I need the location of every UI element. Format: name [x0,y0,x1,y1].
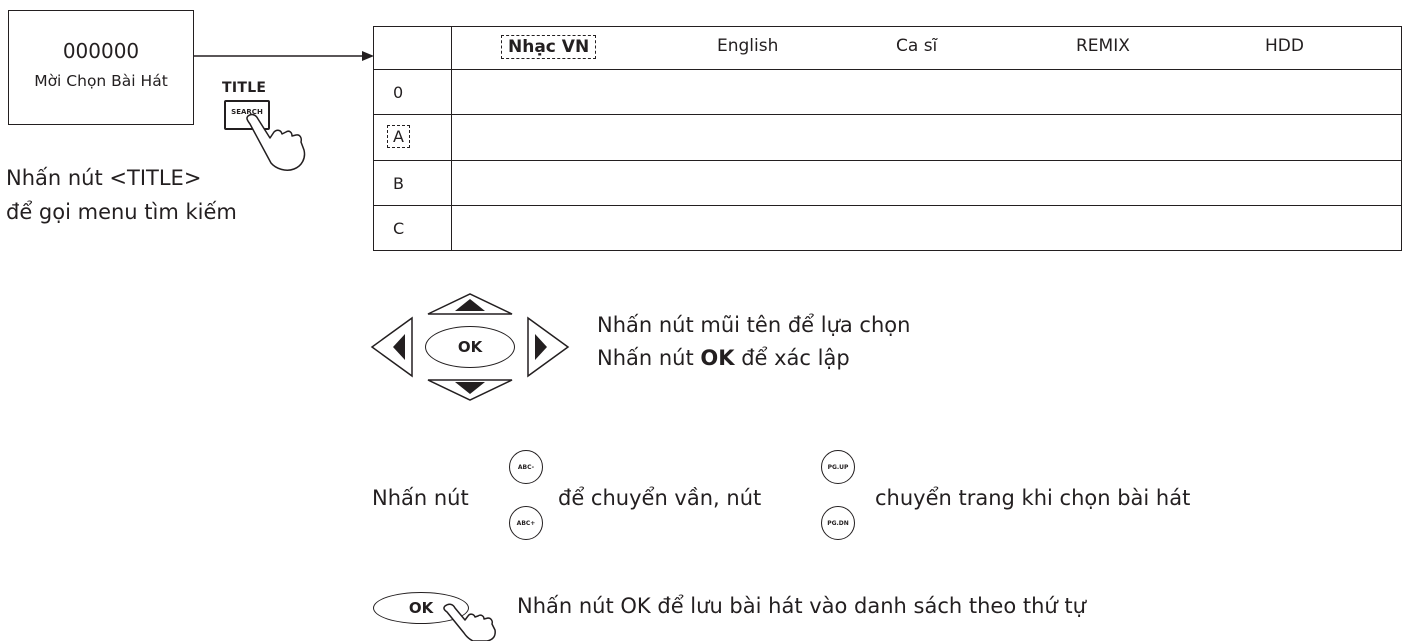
tab-english[interactable]: English [717,36,779,56]
abc-plus-button[interactable]: ABC+ [509,506,543,540]
pointing-hand-icon [246,113,306,171]
left-arrow-icon[interactable] [393,334,405,360]
row-c[interactable]: C [374,219,451,238]
paging-prefix: Nhấn nút [372,486,469,510]
title-button-label: TITLE [222,80,267,96]
title-instruction-line2: để gọi menu tìm kiếm [6,200,237,224]
row-label: B [393,174,404,193]
save-instruction: Nhấn nút OK để lưu bài hát vào danh sách… [517,594,1086,618]
row-label: C [393,219,405,238]
select-song-prompt: Mời Chọn Bài Hát [34,72,168,90]
tab-remix[interactable]: REMIX [1076,36,1130,56]
page-down-button[interactable]: PG.DN [821,506,855,540]
ok-button[interactable]: OK [425,326,515,368]
row-0[interactable]: 0 [374,83,451,102]
song-code: 000000 [62,39,140,63]
row-b[interactable]: B [374,174,451,193]
abc-minus-button[interactable]: ABC- [509,450,543,484]
paging-middle: để chuyển vần, nút [558,486,762,510]
row-divider [374,69,1401,70]
down-arrow-icon[interactable] [455,382,485,394]
search-key-label: SEARCH [231,108,263,116]
right-arrow-icon[interactable] [535,334,547,360]
paging-suffix: chuyển trang khi chọn bài hát [875,486,1191,510]
search-menu-table: Nhạc VN English Ca sĩ REMIX HDD 0 A B C [373,26,1402,251]
tab-nhac-vn[interactable]: Nhạc VN [501,35,597,59]
navigation-instruction-line2: Nhấn nút OK để xác lập [597,346,850,370]
title-search-button[interactable]: SEARCH [224,100,270,130]
row-label: 0 [393,83,404,102]
title-instruction-line1: Nhấn nút <TITLE> [6,166,202,190]
pointing-hand-icon [443,603,496,641]
up-arrow-icon[interactable] [455,299,485,311]
ok-button-label: OK [457,338,483,356]
row-divider [374,160,1401,161]
column-divider [451,27,452,250]
page-up-button[interactable]: PG.UP [821,450,855,484]
row-label: A [387,125,410,148]
row-divider [374,205,1401,206]
row-a[interactable]: A [374,125,451,148]
navigation-pad: OK [370,292,570,402]
display-screen: 000000 Mời Chọn Bài Hát [8,10,194,125]
tab-hdd[interactable]: HDD [1265,36,1304,56]
save-ok-button[interactable]: OK [373,592,469,624]
tab-ca-si[interactable]: Ca sĩ [896,36,938,56]
navigation-instruction-line1: Nhấn nút mũi tên để lựa chọn [597,313,911,337]
save-ok-label: OK [408,599,434,617]
row-divider [374,114,1401,115]
